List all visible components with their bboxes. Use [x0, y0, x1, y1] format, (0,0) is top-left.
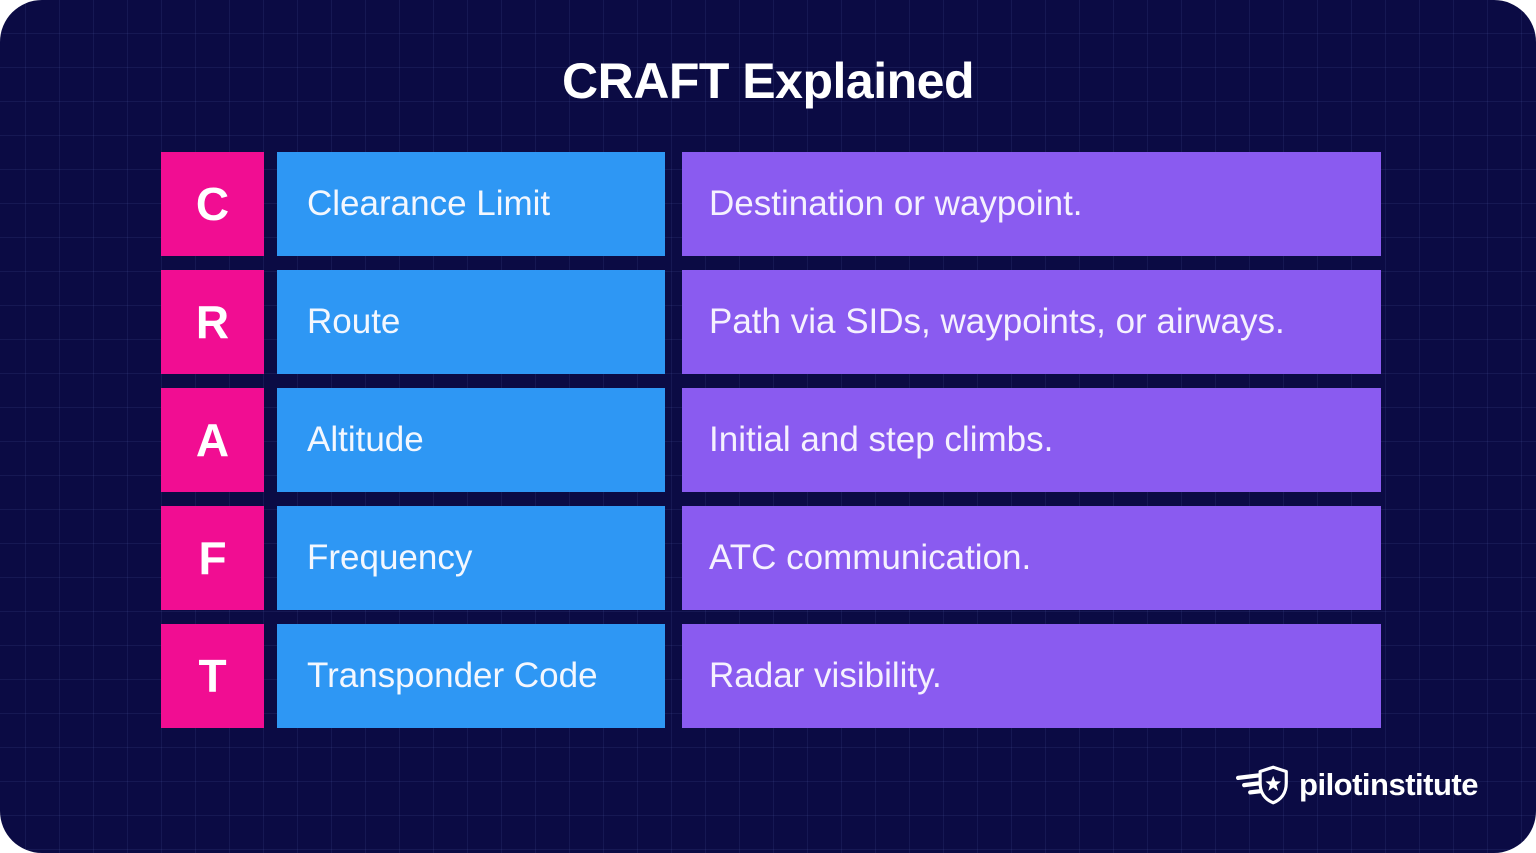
letter-tile: A	[161, 388, 264, 492]
letter-tile: R	[161, 270, 264, 374]
table-row-clearance-limit: C Clearance Limit Destination or waypoin…	[161, 152, 1381, 256]
letter-tile: F	[161, 506, 264, 610]
description-tile: Path via SIDs, waypoints, or airways.	[682, 270, 1381, 374]
description-tile: Initial and step climbs.	[682, 388, 1381, 492]
description-tile: ATC communication.	[682, 506, 1381, 610]
label-tile: Altitude	[277, 388, 665, 492]
label-tile: Transponder Code	[277, 624, 665, 728]
pilot-institute-logo: pilotinstitute	[1234, 764, 1478, 806]
description-tile: Radar visibility.	[682, 624, 1381, 728]
label-tile: Route	[277, 270, 665, 374]
letter-tile: T	[161, 624, 264, 728]
logo-wordmark: pilotinstitute	[1299, 767, 1478, 802]
table-row-frequency: F Frequency ATC communication.	[161, 506, 1381, 610]
page-title: CRAFT Explained	[562, 53, 974, 109]
label-tile: Clearance Limit	[277, 152, 665, 256]
description-tile: Destination or waypoint.	[682, 152, 1381, 256]
table-row-route: R Route Path via SIDs, waypoints, or air…	[161, 270, 1381, 374]
table-row-altitude: A Altitude Initial and step climbs.	[161, 388, 1381, 492]
letter-tile: C	[161, 152, 264, 256]
label-tile: Frequency	[277, 506, 665, 610]
table-row-transponder-code: T Transponder Code Radar visibility.	[161, 624, 1381, 728]
craft-table: C Clearance Limit Destination or waypoin…	[161, 152, 1381, 728]
winged-shield-star-icon	[1234, 764, 1290, 806]
